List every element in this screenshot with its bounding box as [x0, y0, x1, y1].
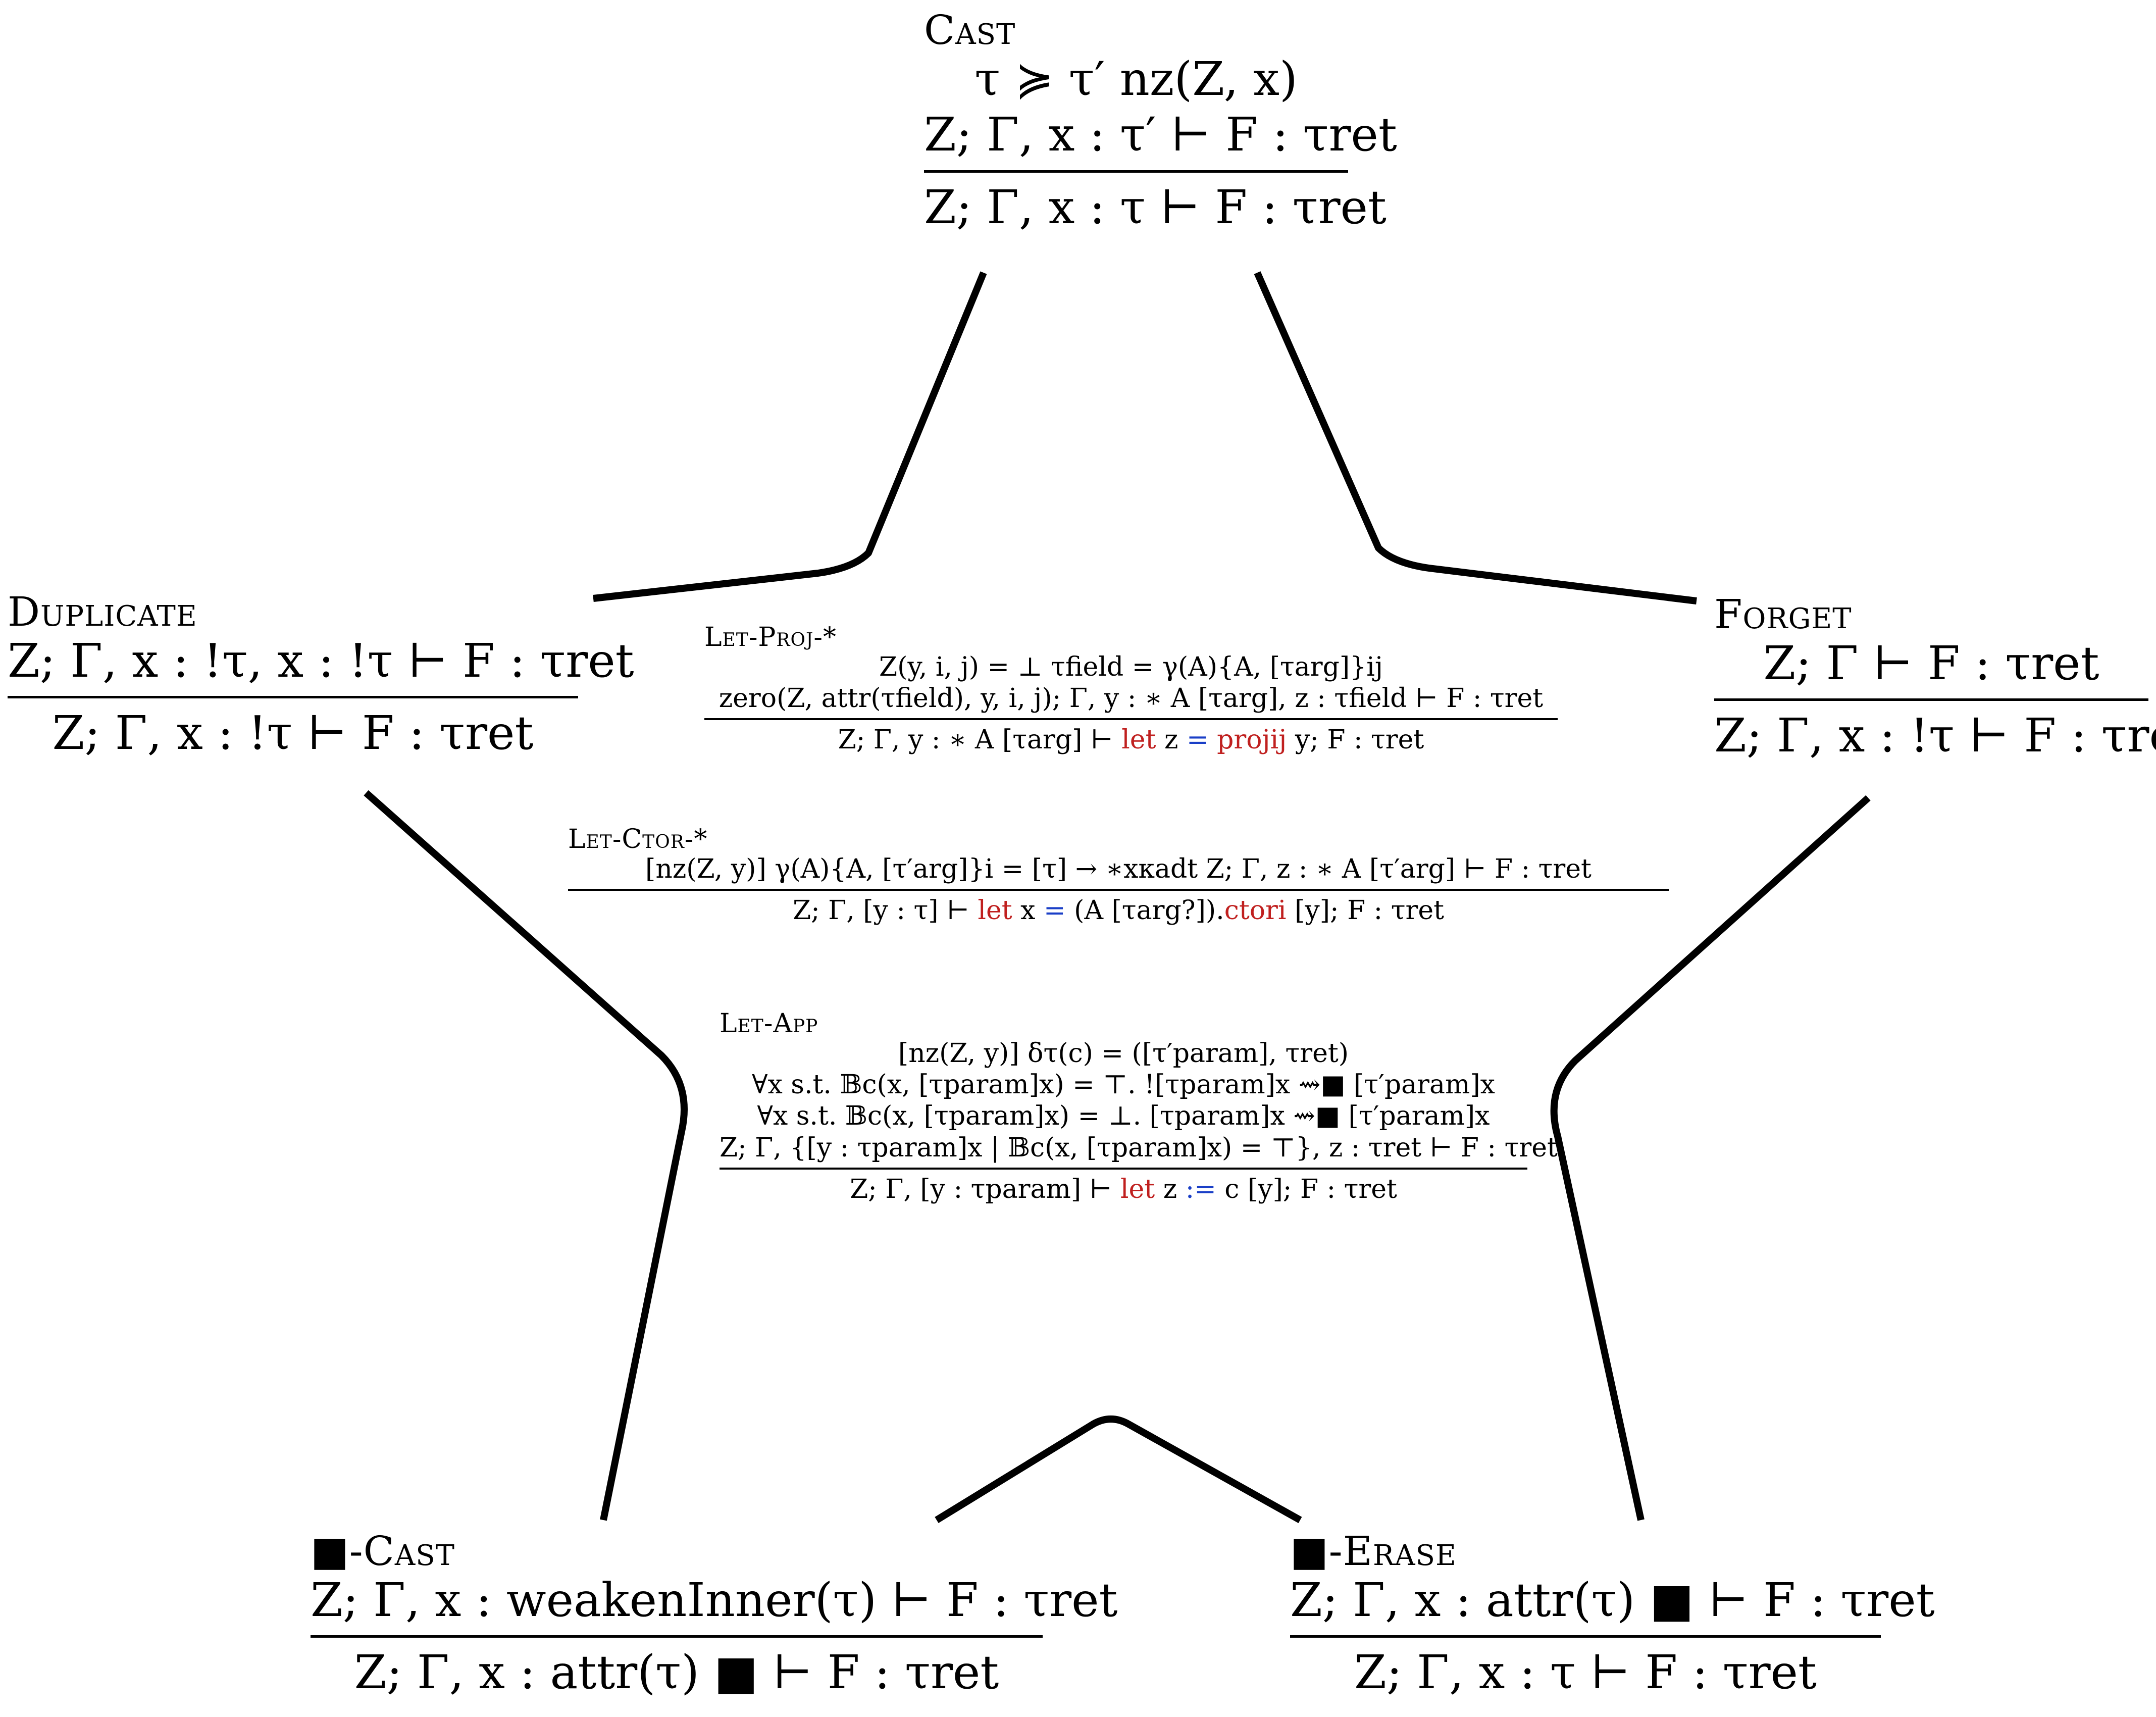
- rule-conclusion: Z; Γ, x : !τ ⊢ F : τret: [52, 706, 534, 761]
- rule-premise: Z; Γ ⊢ F : τret: [1763, 636, 2099, 690]
- inference-bar: [8, 696, 578, 699]
- rule-conclusion: Z; Γ, x : τ ⊢ F : τret: [924, 180, 1387, 234]
- star-edge-bottom: [935, 1416, 1302, 1524]
- rule-let-ctor: Let-Ctor-* [nz(Z, y)] γ(A){A, [τ′arg]}i …: [568, 826, 1669, 926]
- rule-conclusion: Z; Γ, x : τ ⊢ F : τret: [1354, 1645, 1817, 1700]
- rule-premise: ∀x s.t. 𝔹c(x, [τparam]x) = ⊤. ![τparam]x…: [752, 1069, 1495, 1100]
- rule-premise: Z; Γ, x : τ′ ⊢ F : τret: [924, 108, 1397, 162]
- rule-conclusion: Z; Γ, y : ∗ A [τarg] ⊢ let z = projij y;…: [838, 725, 1424, 755]
- inference-bar: [311, 1635, 1043, 1638]
- rule-box-cast: ■-Cast Z; Γ, x : weakenInner(τ) ⊢ F : τr…: [311, 1528, 1118, 1701]
- inference-bar: [720, 1168, 1527, 1170]
- rule-duplicate: Duplicate Z; Γ, x : !τ, x : !τ ⊢ F : τre…: [8, 588, 634, 762]
- rule-premise: [nz(Z, y)] γ(A){A, [τ′arg]}i = [τ] → ∗xκ…: [645, 853, 1592, 884]
- rule-premise: Z; Γ, x : attr(τ) ■ ⊢ F : τret: [1290, 1573, 1935, 1627]
- rule-name: Let-Proj-*: [704, 622, 837, 652]
- rule-name: ■-Erase: [1290, 1528, 1457, 1575]
- rule-box-erase: ■-Erase Z; Γ, x : attr(τ) ■ ⊢ F : τret Z…: [1290, 1528, 1935, 1701]
- rule-name: Let-App: [720, 1008, 818, 1039]
- rule-premise: [nz(Z, y)] δτ(c) = ([τ′param], τret): [898, 1038, 1349, 1069]
- rule-premise: ∀x s.t. 𝔹c(x, [τparam]x) = ⊥. [τparam]x …: [757, 1101, 1490, 1132]
- keyword: ctori: [1224, 895, 1287, 926]
- star-edge-right: [1550, 795, 1871, 1521]
- rule-let-app: Let-App [nz(Z, y)] δτ(c) = ([τ′param], τ…: [720, 1008, 1558, 1205]
- rule-name: ■-Cast: [311, 1528, 455, 1575]
- rule-premise: Z(y, i, j) = ⊥ τfield = γ(A){A, [τarg]}i…: [879, 651, 1383, 682]
- inference-bar: [1714, 698, 2148, 701]
- star-edge-left: [364, 790, 688, 1521]
- rule-premise: Z; Γ, x : !τ, x : !τ ⊢ F : τret: [8, 634, 634, 688]
- rule-premise: zero(Z, attr(τfield), y, i, j); Γ, y : ∗…: [718, 683, 1544, 714]
- rule-conclusion: Z; Γ, [y : τ] ⊢ let x = (A [τarg?]).ctor…: [792, 895, 1445, 926]
- rule-conclusion: Z; Γ, x : !τ ⊢ F : τret: [1714, 709, 2156, 763]
- inference-bar: [924, 170, 1348, 173]
- inference-bar: [1290, 1635, 1881, 1638]
- rule-conclusion: Z; Γ, x : attr(τ) ■ ⊢ F : τret: [354, 1645, 999, 1700]
- rule-cast: Cast τ ≽ τ′ nz(Z, x) Z; Γ, x : τ′ ⊢ F : …: [924, 7, 1397, 235]
- rule-name: Cast: [924, 7, 1016, 54]
- rule-name: Let-Ctor-*: [568, 824, 708, 854]
- rule-let-proj: Let-Proj-* Z(y, i, j) = ⊥ τfield = γ(A){…: [704, 624, 1558, 756]
- keyword: let: [1121, 725, 1156, 755]
- operator: =: [1044, 895, 1066, 926]
- rule-name: Duplicate: [8, 588, 197, 635]
- keyword: let: [978, 895, 1012, 926]
- rule-premise: Z; Γ, x : weakenInner(τ) ⊢ F : τret: [311, 1573, 1118, 1627]
- operator: =: [1186, 725, 1209, 755]
- rule-forget: Forget Z; Γ ⊢ F : τret Z; Γ, x : !τ ⊢ F …: [1714, 591, 2156, 764]
- keyword: let: [1120, 1174, 1155, 1205]
- rule-name: Forget: [1714, 591, 1852, 638]
- rule-premise: Z; Γ, {[y : τparam]x | 𝔹c(x, [τparam]x) …: [720, 1132, 1558, 1163]
- rule-premise: τ ≽ τ′ nz(Z, x): [974, 52, 1298, 106]
- operator: :=: [1185, 1174, 1216, 1205]
- inference-bar: [568, 888, 1669, 891]
- star-edge-top-left: [593, 271, 987, 602]
- inference-bar: [704, 718, 1558, 721]
- rule-conclusion: Z; Γ, [y : τparam] ⊢ let z := c [y]; F :…: [850, 1174, 1397, 1205]
- keyword: projij: [1217, 725, 1287, 755]
- star-edge-top-right: [1254, 271, 1697, 604]
